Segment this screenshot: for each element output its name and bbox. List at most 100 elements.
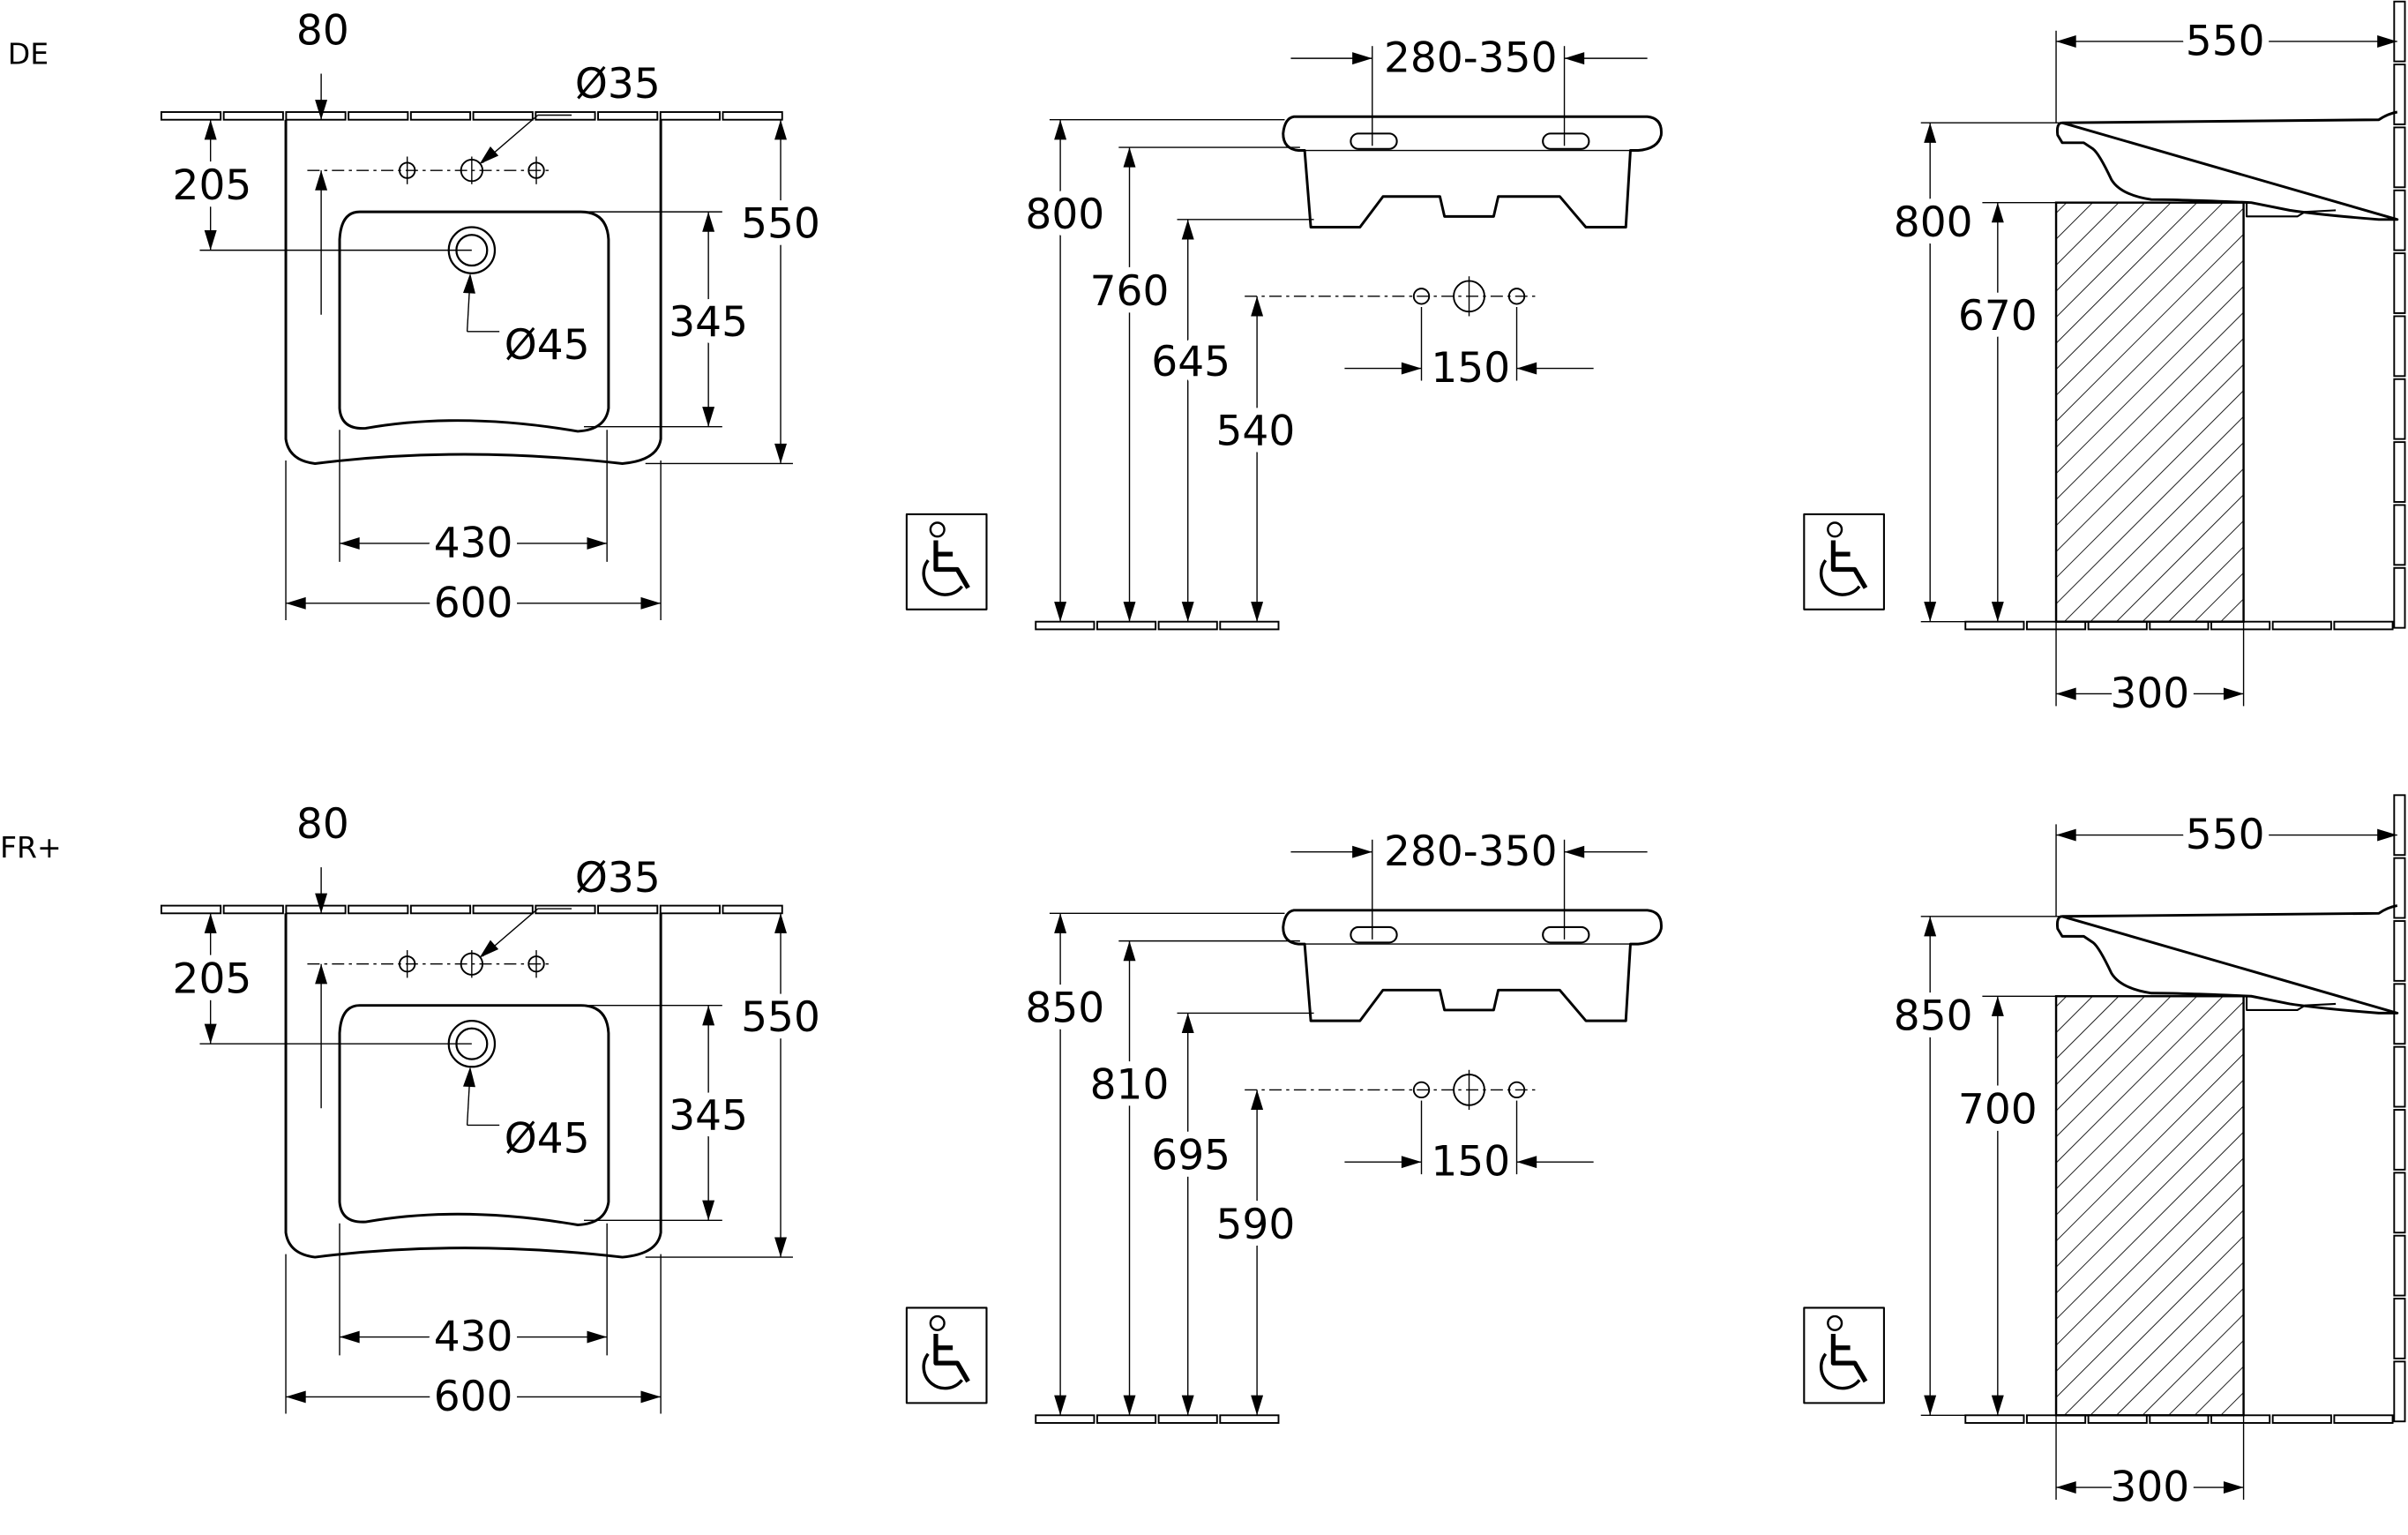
arrowhead: [479, 146, 499, 165]
arrowhead: [1251, 296, 1264, 317]
arrowhead: [1123, 602, 1136, 622]
strip-segment: [2087, 620, 2148, 631]
arrowhead: [1123, 1395, 1136, 1416]
fixing-slot-right: [1542, 925, 1590, 944]
strip-segment: [2393, 315, 2406, 378]
arrowhead: [1991, 202, 2004, 223]
bowl-outline: [338, 1004, 610, 1226]
bowl-outline: [338, 210, 610, 433]
arrowhead: [1181, 1395, 1194, 1416]
arrowhead: [204, 230, 217, 251]
basin-outline: [284, 119, 662, 465]
wheelchair-icon: [1803, 1307, 1885, 1404]
strip-segment: [409, 111, 472, 121]
strip-segment: [1157, 620, 1218, 631]
strip-segment: [2271, 1414, 2332, 1424]
arrowhead: [587, 1330, 608, 1344]
arrowhead: [1401, 362, 1422, 375]
strip-segment: [2271, 620, 2332, 631]
dim-150: 150: [1431, 1138, 1510, 1187]
arrowhead: [1924, 602, 1937, 622]
strip-segment: [2393, 1109, 2406, 1171]
arrowhead: [340, 1330, 360, 1344]
strip-segment: [2393, 1045, 2406, 1108]
arrowhead: [2056, 35, 2076, 48]
arrowhead: [774, 443, 787, 464]
arrowhead: [463, 273, 475, 294]
strip-segment: [2393, 126, 2406, 189]
wheelchair-icon: [1803, 513, 1885, 610]
wall-strip: [160, 111, 783, 121]
floor-strip: [1035, 620, 1280, 631]
bracket-profile: [2246, 202, 2337, 218]
arrowhead: [204, 913, 217, 933]
dim-430: 430: [434, 519, 513, 567]
arrowhead: [1123, 940, 1136, 962]
arrowhead: [286, 1390, 306, 1404]
strip-segment: [2393, 920, 2406, 982]
arrowhead: [1181, 1013, 1194, 1034]
strip-segment: [722, 111, 783, 121]
knee-clearance-zone: [2054, 995, 2245, 1417]
arrowhead: [286, 596, 306, 610]
arrowhead: [587, 537, 608, 550]
arrowhead: [463, 1067, 475, 1088]
dim-205: 205: [173, 955, 252, 1004]
strip-segment: [285, 111, 347, 121]
floor-strip: [1964, 620, 2394, 631]
icon-frame: [1803, 513, 1885, 610]
strip-segment: [2393, 857, 2406, 919]
strip-segment: [1219, 620, 1280, 631]
arrowhead: [1123, 147, 1136, 168]
arrowhead: [2377, 35, 2397, 48]
strip-segment: [348, 111, 409, 121]
fixing-hole: [1507, 288, 1526, 305]
arrowhead: [2223, 687, 2244, 700]
strip-segment: [722, 904, 783, 915]
arrowhead: [1181, 219, 1194, 240]
dim-inner-height: 810: [1090, 1061, 1170, 1110]
strip-segment: [285, 904, 347, 915]
strip-segment: [597, 111, 659, 121]
dim-345: 345: [669, 1091, 748, 1140]
strip-segment: [2393, 0, 2406, 63]
icon-body: [1830, 1334, 1868, 1383]
fixing-hole: [1507, 1081, 1526, 1099]
fixing-slot-left: [1350, 925, 1398, 944]
arrowhead: [1054, 1395, 1067, 1416]
dim-bottom-height: 645: [1151, 338, 1230, 386]
arrowhead: [340, 537, 360, 550]
arrowhead: [1516, 1156, 1537, 1169]
knee-clearance-zone: [2054, 201, 2245, 623]
icon-body: [1830, 540, 1868, 589]
wall-strip: [2393, 794, 2406, 1423]
wall-strip: [2393, 0, 2406, 629]
strip-segment: [1219, 1414, 1280, 1424]
fixing-hole: [1412, 288, 1431, 305]
arrowhead: [1564, 845, 1585, 858]
wheelchair-icon: [905, 1307, 988, 1404]
arrowhead: [1564, 52, 1585, 65]
strip-segment: [1035, 620, 1096, 631]
icon-head: [929, 1314, 946, 1331]
wall-strip: [160, 904, 783, 915]
strip-segment: [2393, 378, 2406, 440]
basin-front-outline: [1282, 909, 1663, 1022]
strip-segment: [472, 904, 534, 915]
strip-segment: [2393, 1234, 2406, 1297]
dim-600: 600: [434, 1373, 513, 1421]
dim-80: 80: [296, 800, 349, 849]
arrowhead: [1054, 119, 1067, 140]
arrowhead: [1251, 602, 1264, 622]
icon-body: [933, 540, 970, 589]
arrowhead: [315, 170, 328, 191]
arrowhead: [2223, 1481, 2244, 1494]
icon-head: [1827, 521, 1843, 538]
icon-frame: [905, 513, 988, 610]
dim-inner-height: 760: [1090, 267, 1170, 316]
